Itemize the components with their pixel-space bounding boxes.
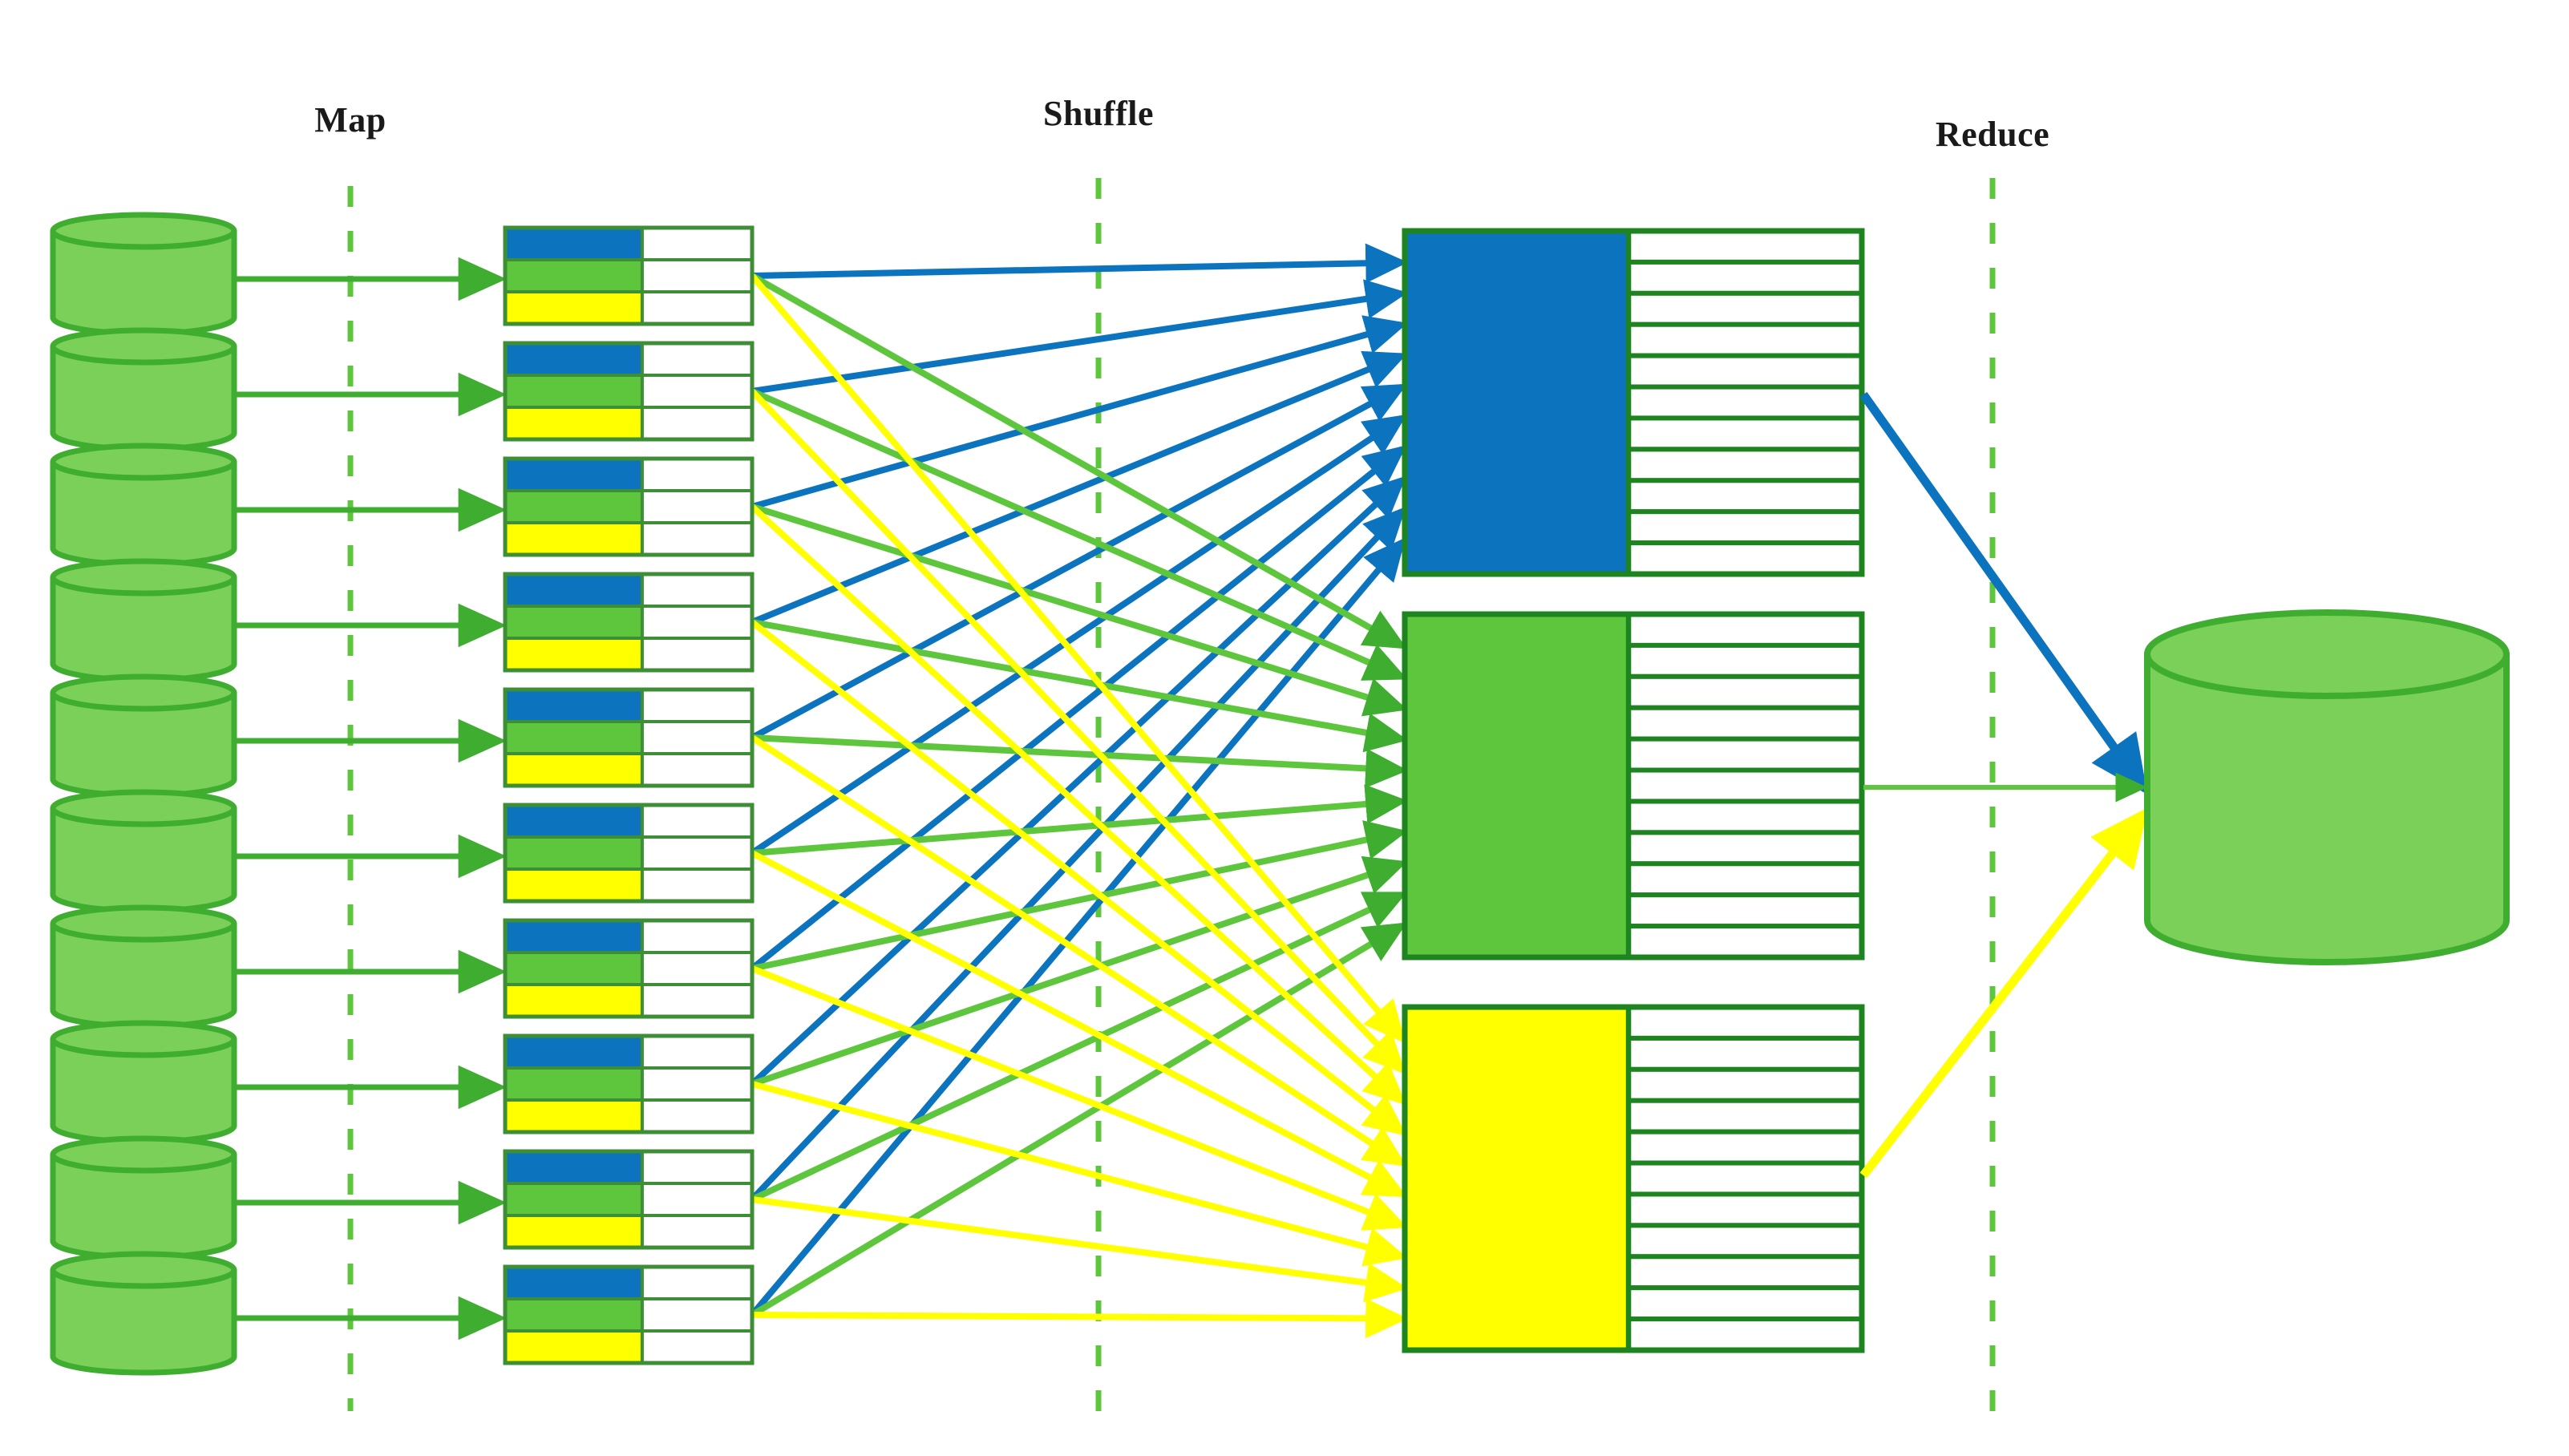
shuffle-arrow-blue	[750, 350, 1408, 625]
shuffle-arrow-yellow	[750, 965, 1408, 1231]
map-output-block	[503, 803, 755, 904]
input-store-group	[50, 212, 237, 1376]
shuffle-arrow-yellow	[750, 619, 1407, 1136]
reduce-blocks-group	[1402, 228, 1865, 1353]
shuffle-arrow-yellow	[750, 850, 1408, 1198]
shuffle-arrow-green	[750, 504, 1408, 717]
shuffle-arrow-yellow	[749, 273, 1406, 1044]
shuffle-arrow-green	[751, 734, 1408, 789]
shuffle-arrow-yellow	[750, 734, 1407, 1167]
shuffle-arrow-blue	[750, 475, 1406, 1086]
input-disk	[50, 673, 237, 799]
shuffle-arrow-blue	[750, 445, 1407, 972]
shuffle-arrow-yellow	[750, 504, 1406, 1106]
stage-label-map: Map	[314, 100, 386, 140]
shuffle-arrow-blue	[750, 315, 1408, 510]
shuffle-arrow-blue	[751, 243, 1408, 284]
shuffle-arrow-green	[750, 388, 1408, 681]
input-disk	[50, 443, 237, 568]
reduce-block-green	[1402, 611, 1865, 961]
shuffle-arrow-green	[750, 855, 1408, 1087]
map-output-block	[503, 456, 755, 557]
shuffle-arrow-yellow	[750, 1081, 1408, 1267]
input-disk	[50, 212, 237, 337]
map-output-block	[503, 1264, 755, 1365]
output-data-store	[2144, 609, 2510, 965]
input-disk	[50, 789, 237, 914]
shuffle-arrow-green	[751, 784, 1408, 856]
shuffle-arrow-yellow	[751, 1196, 1408, 1303]
input-disk	[50, 327, 237, 452]
shuffle-arrows-group	[749, 243, 1408, 1339]
stage-label-reduce: Reduce	[1935, 115, 2050, 154]
map-output-block	[503, 1149, 755, 1250]
input-disk	[50, 1020, 237, 1145]
shuffle-arrow-blue	[751, 279, 1408, 394]
map-output-block	[503, 341, 755, 442]
map-outputs-group	[503, 225, 755, 1365]
input-disk	[50, 558, 237, 683]
shuffle-arrow-blue	[750, 414, 1407, 856]
shuffle-arrow-green	[751, 820, 1408, 972]
input-disk	[50, 1251, 237, 1376]
stage-label-shuffle: Shuffle	[1043, 94, 1154, 133]
shuffle-arrow-green	[751, 619, 1408, 753]
yellow-to-output-arrow	[1859, 807, 2148, 1179]
blue-to-output-arrow	[1859, 391, 2148, 795]
shuffle-arrow-blue	[750, 383, 1408, 741]
shuffle-arrow-green	[750, 273, 1407, 649]
reduce-block-blue	[1402, 228, 1865, 577]
map-output-block	[503, 918, 755, 1019]
map-output-block	[503, 687, 755, 788]
map-output-block	[503, 225, 755, 326]
input-disk	[50, 1135, 237, 1260]
reduce-block-yellow	[1402, 1004, 1865, 1353]
input-disk	[50, 904, 237, 1029]
shuffle-arrow-yellow	[750, 389, 1406, 1074]
shuffle-arrow-green	[750, 922, 1407, 1318]
final-arrows-group	[1859, 391, 2148, 1179]
shuffle-arrow-green	[750, 892, 1408, 1203]
map-output-block	[503, 1033, 755, 1134]
shuffle-arrow-yellow	[751, 1298, 1408, 1339]
output-store-group	[2144, 609, 2510, 965]
ingest-arrows-group	[234, 257, 507, 1341]
map-output-block	[503, 572, 755, 673]
